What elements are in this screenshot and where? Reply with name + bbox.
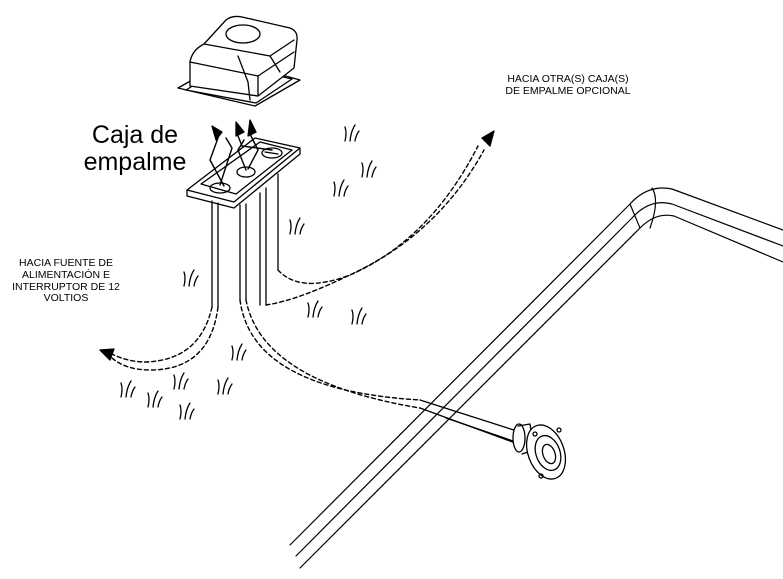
- arrow-to-other-box: [481, 130, 495, 147]
- pool-light-fixture: [512, 423, 567, 480]
- other-boxes-label-line1: HACIA OTRA(S) CAJA(S): [507, 73, 629, 85]
- other-boxes-label-line2: DE EMPALME OPCIONAL: [505, 84, 631, 97]
- junction-box-label-line1: Caja de: [91, 121, 179, 149]
- wire-bundle: [209, 133, 273, 187]
- wire-arrow-left: [211, 125, 223, 141]
- wire-arrow-right: [247, 119, 257, 137]
- other-boxes-label: HACIA OTRA(S) CAJA(S) DE EMPALME OPCIONA…: [470, 73, 666, 98]
- grass-tuft-8: [231, 343, 247, 361]
- dashed-wire-to-other-box-2: [277, 145, 479, 285]
- grass-tuft-4: [289, 217, 305, 235]
- grass-tuft-6: [307, 300, 323, 318]
- junction-box-label-line2: empalme: [83, 148, 187, 176]
- junction-box-label: Caja de empalme: [74, 122, 196, 176]
- grass-tuft-11: [173, 372, 189, 390]
- grass-tuft-5: [183, 269, 199, 287]
- power-source-label: HACIA FUENTE DE ALIMENTACIÓN E INTERRUPT…: [0, 257, 132, 305]
- grass-tuft-7: [351, 307, 367, 325]
- conduits: [211, 173, 279, 308]
- power-source-label-line1: HACIA FUENTE DE: [19, 257, 113, 269]
- dashed-wire-to-light-2: [245, 299, 421, 409]
- grass-tuft-2: [361, 160, 377, 178]
- grass-tuft-1: [344, 124, 360, 142]
- grass-tuft-13: [179, 402, 195, 420]
- grass-tuft-10: [147, 390, 163, 408]
- arrow-to-power: [99, 348, 115, 361]
- power-source-label-line3: INTERRUPTOR DE 12: [12, 280, 120, 293]
- grass-tuft-9: [120, 380, 136, 398]
- junction-box-lid: [177, 15, 301, 107]
- pool-light-conduit: [419, 399, 521, 445]
- pool-wall: [289, 187, 783, 569]
- power-source-label-line4: VOLTIOS: [43, 292, 89, 305]
- grass-tuft-3: [333, 179, 349, 197]
- grass-tuft-12: [217, 377, 233, 395]
- dashed-wire-to-light: [239, 299, 421, 401]
- dashed-wire-to-power-2: [111, 306, 219, 371]
- junction-box: [186, 137, 301, 209]
- power-source-label-line2: ALIMENTACIÓN E: [22, 268, 110, 281]
- wire-arrow-mid: [235, 121, 245, 137]
- dashed-wire-to-power: [111, 306, 213, 363]
